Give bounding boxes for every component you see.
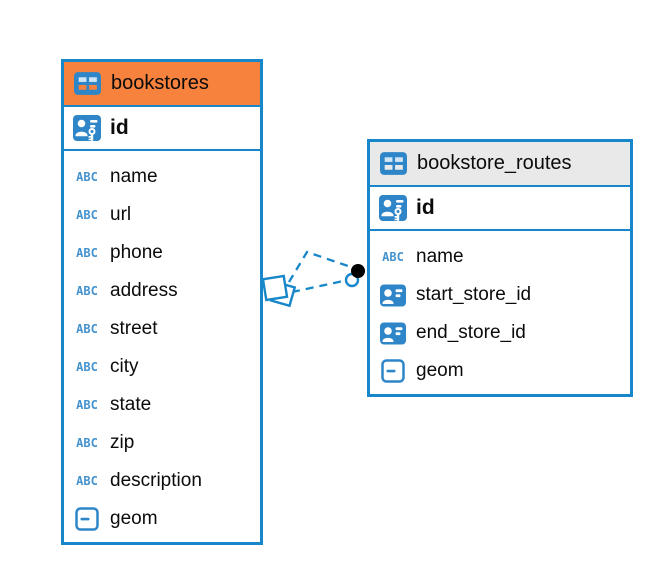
- text-type-icon: ABC: [382, 250, 404, 264]
- column-row[interactable]: geom: [378, 352, 622, 390]
- reference-badge-icon: [378, 322, 408, 345]
- table-icon: [378, 152, 408, 175]
- column-name: end_store_id: [416, 322, 526, 343]
- column-name: name: [110, 166, 158, 187]
- geometry-type-icon: [72, 507, 102, 531]
- column-name: state: [110, 394, 152, 415]
- text-type-icon: ABC: [76, 360, 98, 374]
- text-type-icon: ABC: [76, 170, 98, 184]
- relationship-line-lower[interactable]: [291, 278, 349, 294]
- table-bookstores-columns: ABC name ABC url ABC phone ABC address A…: [64, 151, 260, 542]
- relationship-source-marker[interactable]: [261, 274, 297, 308]
- reference-badge-icon: [378, 284, 408, 307]
- text-type-icon: ABC: [76, 474, 98, 488]
- text-type-icon: ABC: [76, 322, 98, 336]
- pk-row-id[interactable]: id: [370, 187, 630, 231]
- column-name: zip: [110, 432, 135, 453]
- column-row[interactable]: ABC phone: [72, 234, 252, 272]
- column-row[interactable]: geom: [72, 500, 252, 538]
- text-type-icon: ABC: [76, 246, 98, 260]
- column-row[interactable]: ABC name: [72, 158, 252, 196]
- relationship-target-dot[interactable]: [351, 264, 365, 278]
- text-type-icon: ABC: [76, 398, 98, 412]
- text-type-icon: ABC: [76, 284, 98, 298]
- column-row[interactable]: ABC url: [72, 196, 252, 234]
- column-name: geom: [416, 360, 464, 381]
- column-row[interactable]: ABC zip: [72, 424, 252, 462]
- text-type-icon: ABC: [76, 208, 98, 222]
- column-name: city: [110, 356, 139, 377]
- table-name: bookstores: [111, 72, 209, 94]
- pk-column-name: id: [110, 116, 129, 139]
- column-name: geom: [110, 508, 158, 529]
- column-name: phone: [110, 242, 163, 263]
- table-icon: [72, 72, 102, 95]
- primary-key-id-icon: [378, 194, 408, 222]
- table-bookstore-routes-columns: ABC name start_store_id: [370, 231, 630, 394]
- column-row[interactable]: ABC description: [72, 462, 252, 500]
- table-bookstore-routes[interactable]: bookstore_routes id: [367, 139, 633, 397]
- table-name: bookstore_routes: [417, 152, 572, 174]
- relationship-line-upper[interactable]: [288, 250, 352, 283]
- column-row[interactable]: end_store_id: [378, 314, 622, 352]
- column-row[interactable]: ABC state: [72, 386, 252, 424]
- primary-key-id-icon: [72, 114, 102, 142]
- pk-column-name: id: [416, 196, 435, 219]
- geometry-type-icon: [378, 359, 408, 383]
- table-bookstore-routes-header[interactable]: bookstore_routes: [370, 142, 630, 187]
- column-row[interactable]: ABC city: [72, 348, 252, 386]
- column-row[interactable]: start_store_id: [378, 276, 622, 314]
- column-name: start_store_id: [416, 284, 532, 305]
- column-row[interactable]: ABC address: [72, 272, 252, 310]
- column-name: address: [110, 280, 178, 301]
- column-name: url: [110, 204, 132, 225]
- text-type-icon: ABC: [76, 436, 98, 450]
- column-row[interactable]: ABC name: [378, 238, 622, 276]
- column-row[interactable]: ABC street: [72, 310, 252, 348]
- pk-row-id[interactable]: id: [64, 107, 260, 151]
- column-name: description: [110, 470, 202, 491]
- column-name: street: [110, 318, 158, 339]
- column-name: name: [416, 246, 464, 267]
- table-bookstores-header[interactable]: bookstores: [64, 62, 260, 107]
- table-bookstores[interactable]: bookstores id A: [61, 59, 263, 545]
- relationship-target-ring[interactable]: [344, 272, 360, 288]
